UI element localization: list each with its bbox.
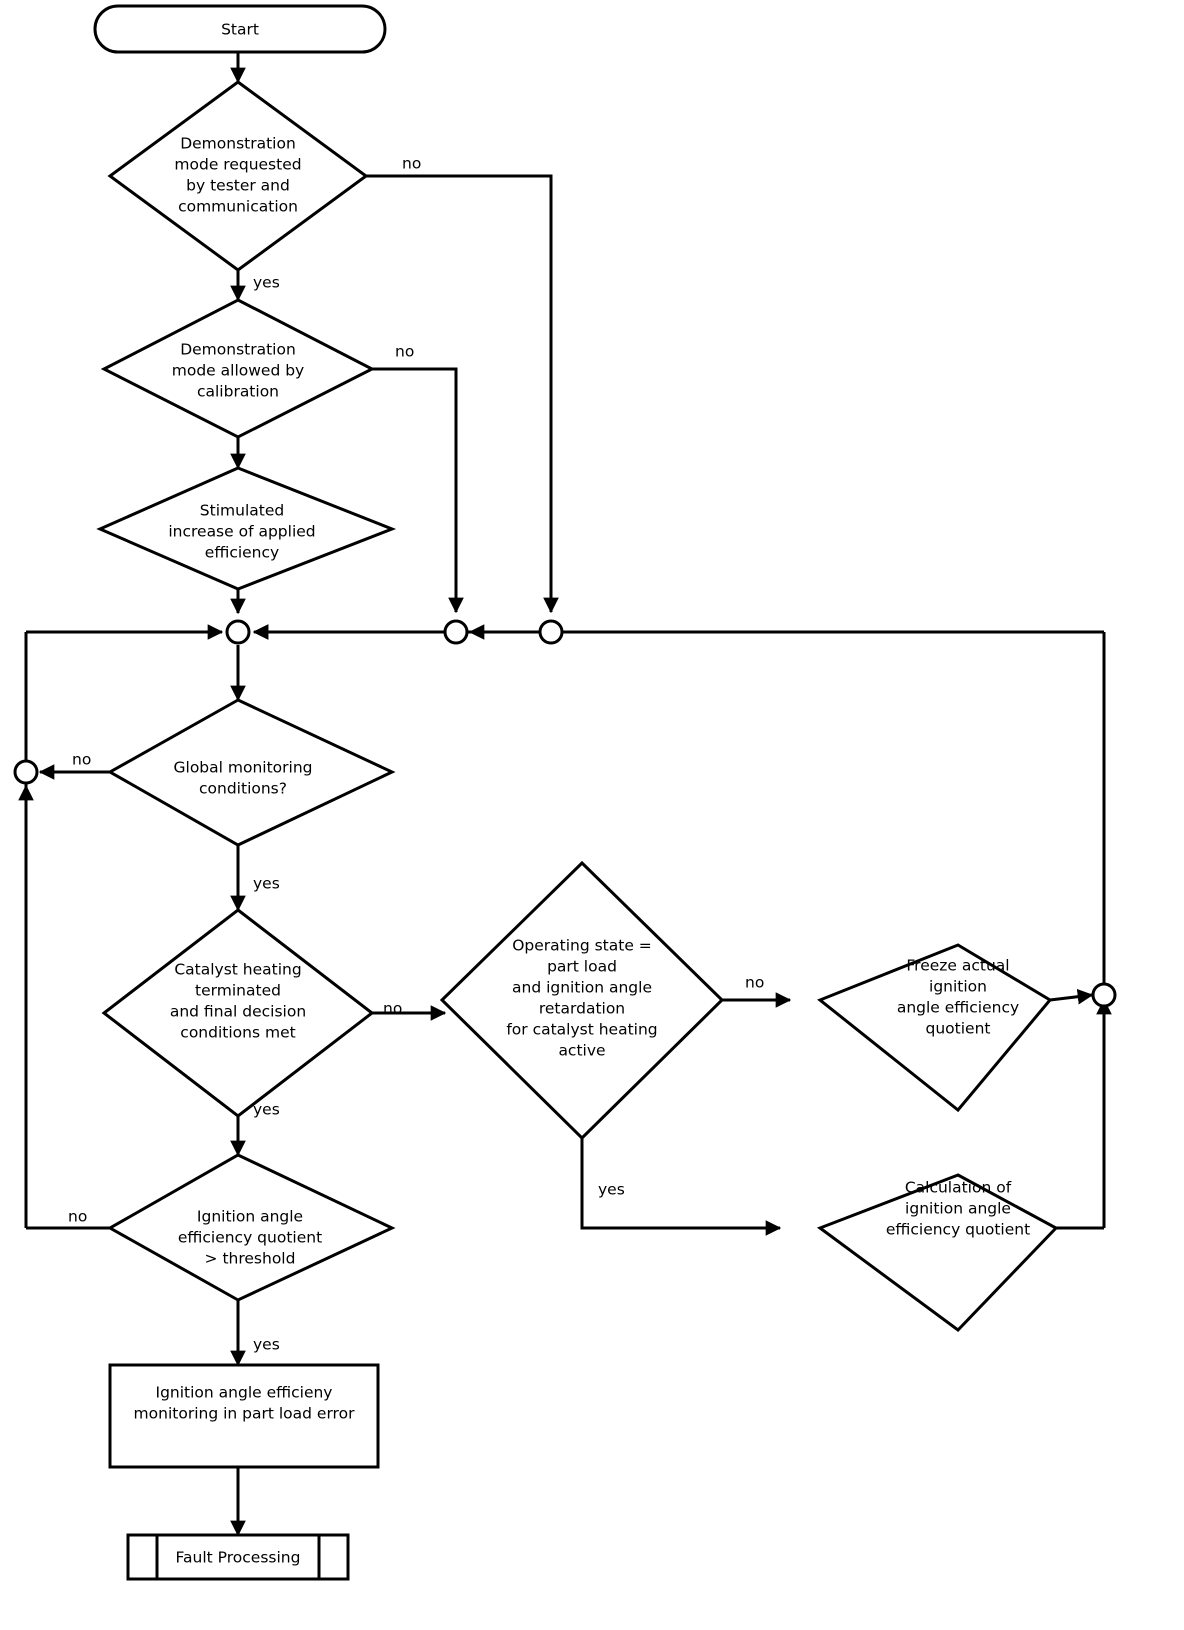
node-global-mon-line-1: conditions? (199, 780, 287, 798)
node-demo-allowed-line-0: Demonstration (180, 341, 296, 359)
node-threshold-line-2: > threshold (205, 1250, 296, 1268)
edge-label-demo-req-yes: yes (253, 274, 280, 292)
junction-merge-demo-req-no (538, 619, 564, 645)
node-start-label: Start (221, 21, 259, 39)
node-global-mon-line-0: Global monitoring (174, 759, 313, 777)
node-global-mon[interactable] (106, 698, 396, 847)
edge-demo-req-no (366, 174, 559, 614)
edge-label-op-state-yes: yes (598, 1181, 625, 1199)
junction-merge-right-loop (1091, 982, 1117, 1008)
node-error-box-line-0: Ignition angle efficieny (156, 1384, 333, 1402)
node-fault-processing-label: Fault Processing (176, 1549, 301, 1567)
node-cat-heating[interactable] (101, 908, 375, 1118)
node-op-state-line-3: retardation (539, 1000, 625, 1018)
edge-label-threshold-no: no (68, 1208, 87, 1226)
junction-merge-left-loop (13, 759, 39, 785)
node-demo-req-line-3: communication (178, 198, 298, 216)
node-error-box-line-1: monitoring in part load error (134, 1405, 356, 1423)
node-freeze-line-0: Freeze actual (906, 957, 1009, 975)
node-fault-processing[interactable] (126, 1533, 350, 1581)
node-cat-heating-line-2: and final decision (170, 1003, 306, 1021)
node-op-state-line-2: and ignition angle (512, 979, 652, 997)
edge-label-demo-req-no: no (402, 155, 421, 173)
node-stimulated[interactable] (96, 466, 397, 591)
node-error-box[interactable] (108, 1363, 380, 1469)
node-op-state-line-0: Operating state = (512, 937, 652, 955)
edge-demo-allowed-no (372, 367, 464, 614)
edge-label-cat-heating-yes: yes (253, 1101, 280, 1119)
node-demo-allowed[interactable] (100, 298, 376, 439)
node-cat-heating-line-1: terminated (195, 982, 281, 1000)
node-stimulated-line-1: increase of applied (168, 523, 315, 541)
edge-label-op-state-no: no (745, 974, 764, 992)
node-op-state[interactable] (439, 860, 725, 1141)
node-threshold[interactable] (106, 1153, 396, 1302)
node-stimulated-line-0: Stimulated (200, 502, 284, 520)
node-calc-line-1: ignition angle (905, 1200, 1011, 1218)
node-calc-line-0: Calculation of (905, 1179, 1012, 1197)
node-freeze-line-2: angle efficiency (897, 999, 1019, 1017)
node-op-state-line-5: active (558, 1042, 605, 1060)
edge-label-global-mon-no: no (72, 751, 91, 769)
node-cat-heating-line-0: Catalyst heating (174, 961, 301, 979)
node-calc[interactable] (816, 1173, 1059, 1332)
node-threshold-line-0: Ignition angle (197, 1208, 303, 1226)
node-start[interactable] (93, 4, 387, 54)
node-demo-req[interactable] (107, 80, 369, 272)
node-freeze[interactable] (817, 943, 1053, 1113)
node-op-state-line-4: for catalyst heating (506, 1021, 657, 1039)
node-op-state-line-1: part load (547, 958, 617, 976)
junction-merge-main (225, 619, 251, 645)
junction-merge-demo-allowed-no (443, 619, 469, 645)
node-demo-allowed-line-2: calibration (197, 383, 279, 401)
node-demo-req-line-2: by tester and (186, 177, 290, 195)
node-demo-allowed-line-1: mode allowed by (172, 362, 304, 380)
node-threshold-line-1: efficiency quotient (178, 1229, 322, 1247)
edge-freeze-to-merge (1049, 988, 1094, 1005)
node-freeze-line-1: ignition (929, 978, 987, 996)
node-stimulated-line-2: efficiency (205, 544, 279, 562)
node-calc-line-2: efficiency quotient (886, 1221, 1030, 1239)
node-cat-heating-line-3: conditions met (180, 1024, 295, 1042)
node-demo-req-line-0: Demonstration (180, 135, 296, 153)
edge-label-threshold-yes: yes (253, 1336, 280, 1354)
edge-label-global-mon-yes: yes (253, 875, 280, 893)
node-freeze-line-3: quotient (926, 1020, 991, 1038)
edge-op-state-yes (580, 1138, 782, 1236)
node-demo-req-line-1: mode requested (174, 156, 301, 174)
edge-label-demo-allowed-no: no (395, 343, 414, 361)
edge-label-cat-heating-no: no (383, 1000, 402, 1018)
